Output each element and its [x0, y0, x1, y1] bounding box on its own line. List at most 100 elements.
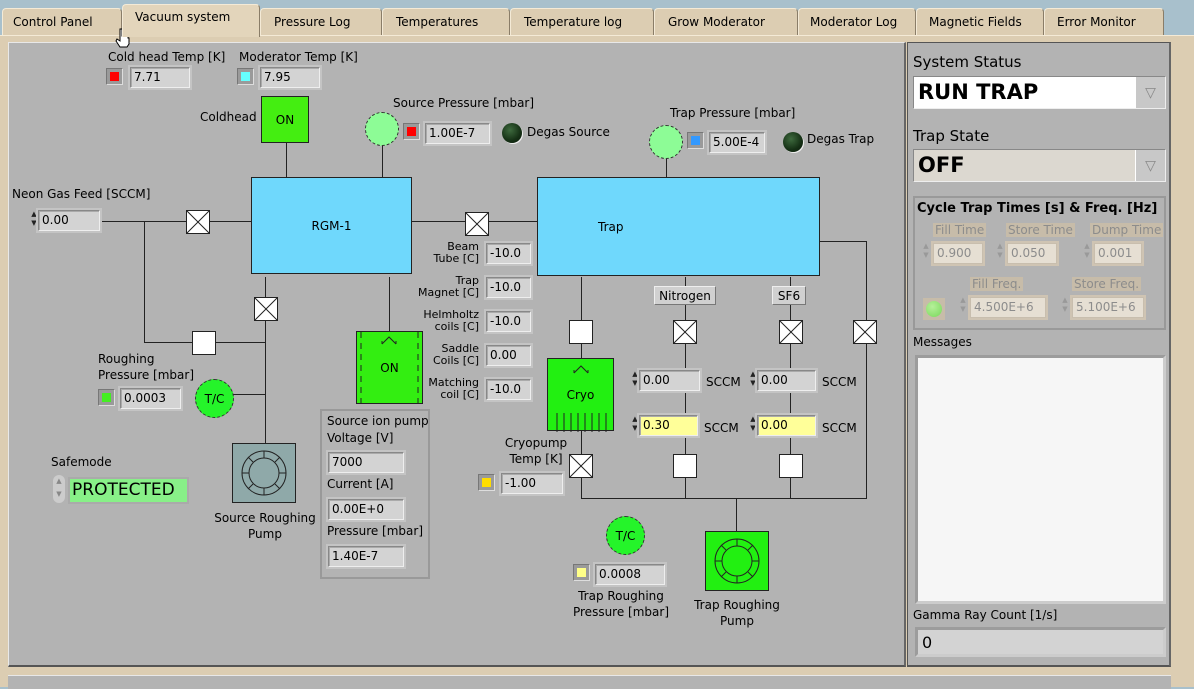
store-freq-stepper[interactable]: ▲▼: [1060, 296, 1070, 320]
neon-gas-feed-input[interactable]: 0.00: [38, 210, 100, 231]
spin-down-icon[interactable]: ▼: [923, 251, 929, 259]
spin-up-icon[interactable]: ▲: [632, 370, 638, 378]
spin-up-icon[interactable]: ▲: [1084, 242, 1090, 250]
ion-pump-current-label: Current [A]: [327, 477, 394, 491]
tab-vacuum-system[interactable]: Vacuum system: [122, 4, 260, 37]
spin-down-icon[interactable]: ▼: [960, 305, 966, 313]
ion-pump-switch[interactable]: ON: [356, 331, 423, 405]
sf6-actual-stepper[interactable]: ▲▼: [749, 370, 757, 391]
trap-pressure-label: Trap Pressure [mbar]: [670, 106, 796, 120]
chevron-down-icon[interactable]: ▽: [1135, 77, 1165, 108]
dump-time-stepper[interactable]: ▲▼: [1082, 242, 1092, 266]
ion-pump-state: ON: [380, 360, 399, 375]
sf6-button[interactable]: SF6: [772, 286, 806, 305]
tab-grow-moderator[interactable]: Grow Moderator: [654, 8, 798, 36]
nitrogen-flow-setpoint[interactable]: 0.30: [639, 415, 698, 436]
spin-down-icon[interactable]: ▼: [56, 490, 62, 498]
cryo-gate-valve[interactable]: [569, 320, 593, 344]
source-pressure-label: Source Pressure [mbar]: [393, 96, 535, 110]
store-freq-input[interactable]: 5.100E+6: [1072, 297, 1144, 318]
spin-down-icon[interactable]: ▼: [1062, 305, 1068, 313]
source-roughing-pump[interactable]: [232, 443, 296, 503]
nitrogen-outlet-valve[interactable]: [673, 454, 697, 478]
store-time-input[interactable]: 0.050: [1007, 243, 1057, 264]
nitrogen-button[interactable]: Nitrogen: [654, 286, 716, 305]
fill-freq-stepper[interactable]: ▲▼: [958, 296, 968, 320]
cryo-roughing-valve[interactable]: [569, 454, 593, 478]
pipe: [666, 159, 667, 177]
system-status-label: System Status: [913, 53, 1022, 71]
spin-down-icon[interactable]: ▼: [750, 379, 756, 387]
spin-down-icon[interactable]: ▼: [632, 379, 638, 387]
nitrogen-actual-stepper[interactable]: ▲▼: [631, 370, 639, 391]
spin-up-icon[interactable]: ▲: [960, 296, 966, 304]
trap-roughing-pump[interactable]: [705, 531, 769, 591]
spin-up-icon[interactable]: ▲: [632, 415, 638, 423]
spin-down-icon[interactable]: ▼: [31, 219, 37, 227]
coldhead-switch[interactable]: ON: [261, 96, 309, 143]
roughing-bypass-valve[interactable]: [192, 331, 216, 355]
store-time-label: Store Time: [1006, 223, 1075, 237]
neon-valve[interactable]: [186, 210, 210, 234]
nitrogen-flow-actual: 0.00: [639, 370, 700, 391]
nitrogen-set-stepper[interactable]: ▲▼: [631, 415, 639, 436]
spin-up-icon[interactable]: ▲: [1062, 296, 1068, 304]
degas-source-button[interactable]: [502, 123, 522, 143]
fill-time-stepper[interactable]: ▲▼: [921, 242, 931, 266]
spin-up-icon[interactable]: ▲: [31, 210, 37, 218]
tab-temperatures[interactable]: Temperatures: [382, 8, 510, 36]
status-sidebar: System Status RUN TRAP ▽ Trap State OFF …: [907, 42, 1171, 667]
trap-state-dropdown[interactable]: OFF ▽: [913, 149, 1166, 182]
store-time-stepper[interactable]: ▲▼: [995, 242, 1005, 266]
trap-chamber[interactable]: Trap: [537, 177, 820, 276]
system-status-dropdown[interactable]: RUN TRAP ▽: [913, 76, 1166, 109]
tab-error-monitor[interactable]: Error Monitor: [1044, 8, 1164, 36]
spin-down-icon[interactable]: ▼: [997, 251, 1003, 259]
sf6-valve[interactable]: [779, 320, 803, 344]
spin-down-icon[interactable]: ▼: [1084, 251, 1090, 259]
messages-textbox[interactable]: [915, 355, 1166, 604]
fill-freq-input[interactable]: 4.500E+6: [970, 297, 1046, 318]
cycle-trap-group: Cycle Trap Times [s] & Freq. [Hz] Fill T…: [913, 196, 1166, 330]
system-status-value: RUN TRAP: [918, 80, 1039, 104]
nitrogen-valve[interactable]: [673, 320, 697, 344]
trap-roughing-valve[interactable]: [853, 320, 877, 344]
spin-down-icon[interactable]: ▼: [750, 424, 756, 432]
chevron-down-icon[interactable]: ▽: [1135, 150, 1165, 181]
spin-down-icon[interactable]: ▼: [632, 424, 638, 432]
spin-up-icon[interactable]: ▲: [56, 477, 62, 485]
pipe: [866, 241, 867, 499]
tab-magnetic-fields[interactable]: Magnetic Fields: [916, 8, 1044, 36]
tab-temperature-log[interactable]: Temperature log: [510, 8, 654, 36]
pipe: [819, 241, 867, 242]
tab-moderator-log[interactable]: Moderator Log: [798, 8, 916, 36]
safemode-stepper[interactable]: ▲▼: [53, 475, 65, 503]
degas-trap-button[interactable]: [783, 132, 803, 152]
vacuum-diagram-panel: RGM-1 Trap Cold head Temp [K] 7.71 Moder…: [8, 42, 906, 667]
spin-up-icon[interactable]: ▲: [750, 370, 756, 378]
tab-control-panel[interactable]: Control Panel: [2, 8, 122, 36]
rgm-trap-valve[interactable]: [465, 212, 489, 236]
cryo-pump[interactable]: Cryo: [547, 358, 614, 432]
tab-pressure-log[interactable]: Pressure Log: [260, 8, 382, 36]
cycle-status-led: [926, 301, 942, 317]
source-roughing-valve[interactable]: [254, 297, 278, 321]
sf6-set-stepper[interactable]: ▲▼: [749, 415, 757, 436]
sf6-outlet-valve[interactable]: [779, 454, 803, 478]
dump-time-input[interactable]: 0.001: [1094, 243, 1142, 264]
spin-up-icon[interactable]: ▲: [750, 415, 756, 423]
saddle-coils-temp-value: 0.00: [486, 345, 531, 366]
trap-roughing-pressure-indicator: [573, 564, 590, 581]
sf6-flow-setpoint[interactable]: 0.00: [757, 415, 816, 436]
spin-up-icon[interactable]: ▲: [997, 242, 1003, 250]
neon-gas-feed-stepper[interactable]: ▲▼: [30, 210, 38, 231]
fill-time-input[interactable]: 0.900: [933, 243, 983, 264]
spin-up-icon[interactable]: ▲: [923, 242, 929, 250]
rgm1-chamber[interactable]: RGM-1: [251, 177, 412, 274]
ion-pump-voltage-label: Voltage [V]: [327, 431, 394, 445]
cryo-icon: [556, 365, 607, 432]
